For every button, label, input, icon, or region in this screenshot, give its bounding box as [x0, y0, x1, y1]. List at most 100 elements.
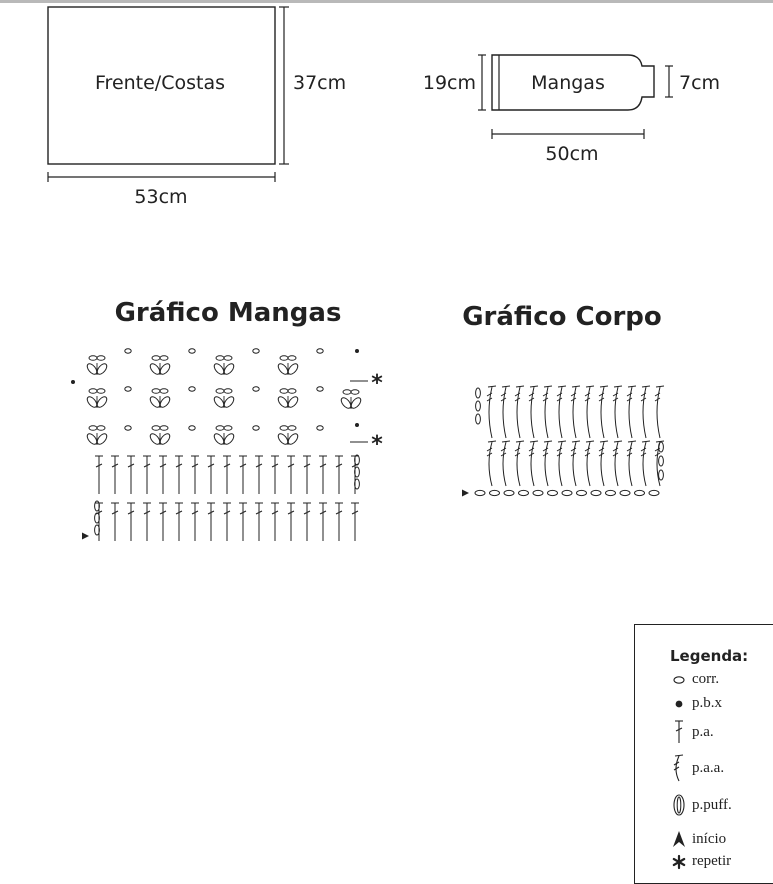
- double-crochet-stitch: [159, 502, 167, 541]
- treble-crochet-stitch: [514, 385, 525, 439]
- treble-crochet-stitch: [598, 385, 609, 439]
- puff-stitch: [149, 433, 161, 445]
- double-crochet-stitch: [127, 502, 135, 541]
- treble-crochet-stitch: [528, 440, 539, 487]
- double-crochet-stitch: [159, 455, 167, 494]
- double-crochet-stitch: [207, 455, 215, 494]
- chain-stitch: [503, 489, 515, 497]
- legend-item-slip-stitch: p.b.x: [668, 695, 722, 712]
- double-crochet-stitch: [239, 455, 247, 494]
- chain-stitch: [88, 388, 98, 394]
- legend-label-chain: corr.: [692, 671, 720, 687]
- puff-stitch-icon: [668, 793, 690, 817]
- front-back-panel: [47, 6, 276, 165]
- repeat-mark-lower: *: [371, 432, 383, 457]
- chain-stitch: [354, 454, 360, 466]
- chain-stitch: [215, 388, 225, 394]
- puff-stitch: [223, 433, 235, 445]
- treble-crochet-stitch: [528, 385, 539, 439]
- sleeves-width-label: 50cm: [545, 143, 598, 165]
- puff-stitch: [287, 433, 299, 445]
- puff-stitch: [149, 396, 161, 408]
- chain-stitch: [252, 348, 260, 354]
- legend-item-treble-crochet: p.a.a.: [668, 753, 724, 783]
- puff-stitch: [287, 363, 299, 375]
- chain-stitch: [561, 489, 573, 497]
- puff-stitch: [86, 396, 98, 408]
- slip-stitch: [355, 349, 359, 353]
- puff-stitch: [159, 433, 171, 445]
- sleeves-schematic: Mangas 19cm 7cm 50cm: [423, 54, 720, 165]
- chain-stitch: [159, 425, 169, 431]
- chain-stitch: [475, 400, 481, 412]
- double-crochet-stitch: [271, 502, 279, 541]
- chain-stitch: [88, 425, 98, 431]
- treble-crochet-stitch: [542, 440, 553, 487]
- treble-crochet-stitch: [486, 385, 497, 439]
- chain-stitch: [94, 500, 100, 512]
- double-crochet-stitch: [175, 502, 183, 541]
- double-crochet-stitch: [255, 455, 263, 494]
- chain-stitch: [279, 425, 289, 431]
- start-arrow: [462, 489, 469, 497]
- chain-stitch: [215, 355, 225, 361]
- treble-crochet-stitch: [654, 385, 665, 439]
- chain-stitch: [354, 466, 360, 478]
- legend-item-chain: corr.: [668, 671, 719, 688]
- double-crochet-stitch: [191, 455, 199, 494]
- double-crochet-stitch: [111, 455, 119, 494]
- front-back-height-label: 37cm: [293, 72, 346, 94]
- chain-stitch: [350, 389, 360, 395]
- chain-stitch: [96, 355, 106, 361]
- legend-label-repeat: repetir: [692, 853, 732, 869]
- chain-stitch: [316, 386, 324, 392]
- puff-stitch: [277, 433, 289, 445]
- chain-stitch: [474, 489, 486, 497]
- double-crochet-stitch: [111, 502, 119, 541]
- legend-title: Legenda:: [670, 647, 749, 665]
- chain-stitch: [532, 489, 544, 497]
- treble-crochet-stitch: [556, 440, 567, 487]
- legend-label-treble-crochet: p.a.a.: [692, 759, 725, 776]
- double-crochet-stitch: [95, 455, 103, 494]
- legend-label-double-crochet: p.a.: [692, 723, 714, 740]
- legend-box: Legenda: corr. p.b.x p.a. p.a.a. p.puff.: [634, 624, 773, 884]
- chart-body-title: Gráfico Corpo: [462, 302, 662, 332]
- puff-stitch: [96, 433, 108, 445]
- treble-crochet-stitch: [626, 440, 637, 487]
- chain-stitch: [658, 455, 664, 467]
- puff-stitch: [340, 397, 352, 409]
- slip-stitch-icon: [668, 698, 690, 710]
- chain-stitch: [188, 386, 196, 392]
- chain-stitch: [159, 388, 169, 394]
- front-back-label: Frente/Costas: [95, 72, 225, 94]
- chain-stitch: [151, 355, 161, 361]
- sleeves-label: Mangas: [531, 72, 605, 94]
- puff-stitch: [277, 396, 289, 408]
- chain-stitch: [88, 355, 98, 361]
- chain-stitch: [151, 388, 161, 394]
- sleeves-right-height-label: 7cm: [679, 72, 720, 94]
- sleeves-left-height-label: 19cm: [423, 72, 476, 94]
- front-back-schematic: Frente/Costas 37cm 53cm: [47, 6, 346, 208]
- chain-stitch: [354, 478, 360, 490]
- double-crochet-stitch: [175, 455, 183, 494]
- legend-label-slip-stitch: p.b.x: [692, 695, 722, 711]
- chain-stitch: [547, 489, 558, 497]
- puff-stitch: [86, 433, 98, 445]
- body-stitch-chart: [462, 385, 665, 497]
- treble-crochet-stitch: [500, 440, 511, 487]
- chain-stitch: [188, 348, 196, 354]
- double-crochet-stitch: [127, 455, 135, 494]
- treble-crochet-stitch: [500, 385, 511, 439]
- puff-stitch: [223, 396, 235, 408]
- treble-crochet-stitch: [486, 440, 497, 487]
- chain-stitch: [94, 512, 100, 524]
- treble-crochet-icon: [668, 753, 690, 783]
- treble-crochet-stitch: [570, 385, 581, 439]
- chain-stitch: [223, 355, 233, 361]
- puff-stitch: [213, 396, 225, 408]
- treble-crochet-stitch: [584, 440, 595, 487]
- puff-stitch: [350, 397, 362, 409]
- chain-stitch: [252, 386, 260, 392]
